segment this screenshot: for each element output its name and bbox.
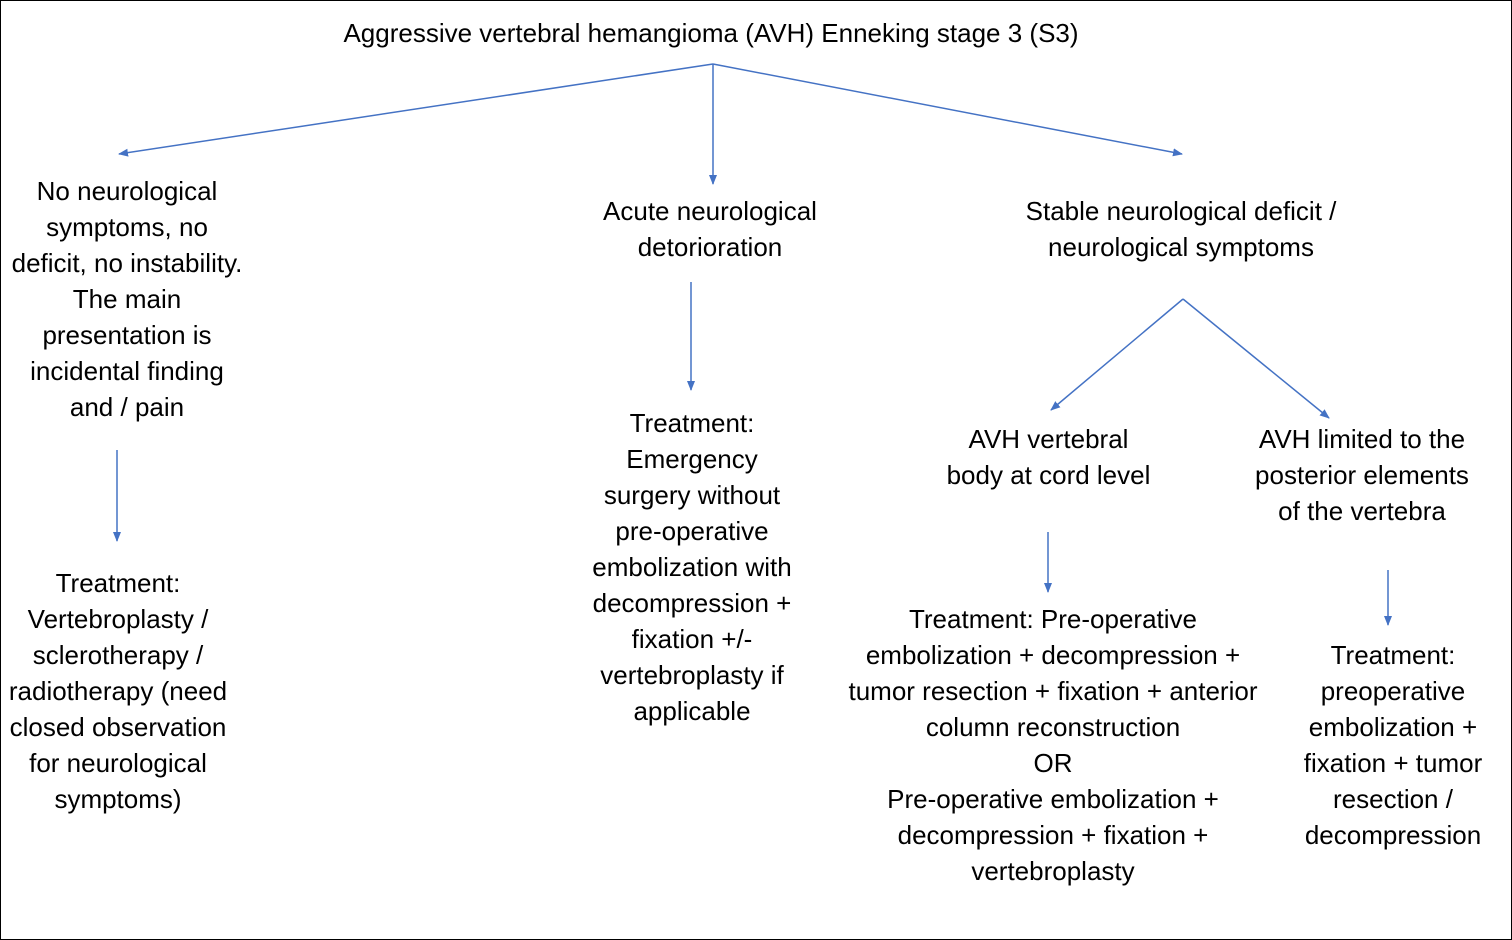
arrow-title-to-stable: [712, 63, 1183, 157]
branch-acute-deterioration: Acute neurological detorioration: [603, 196, 817, 262]
sub-branch-posterior-elements: AVH limited to the posterior elements of…: [1255, 424, 1469, 526]
sub-branch-vertebral-body: AVH vertebral body at cord level: [946, 424, 1151, 490]
treatment-posterior-elements: Treatment: preoperative embolization + f…: [1303, 640, 1483, 850]
branch-no-symptoms: No neurological symptoms, no deficit, no…: [11, 176, 243, 422]
arrow-stable-to-vertebral-body: [1050, 298, 1184, 411]
branch-stable-deficit: Stable neurological deficit / neurologic…: [1025, 196, 1337, 262]
diagram-title: Aggressive vertebral hemangioma (AVH) En…: [343, 18, 1079, 48]
arrow-title-to-no-symptoms: [118, 63, 714, 157]
arrow-stable-to-posterior: [1182, 298, 1330, 419]
treatment-vertebral-body: Treatment: Pre-operative embolization + …: [848, 604, 1258, 886]
treatment-acute: Treatment: Emergency surgery without pre…: [592, 408, 792, 726]
treatment-no-symptoms: Treatment: Vertebroplasty / sclerotherap…: [8, 568, 228, 814]
